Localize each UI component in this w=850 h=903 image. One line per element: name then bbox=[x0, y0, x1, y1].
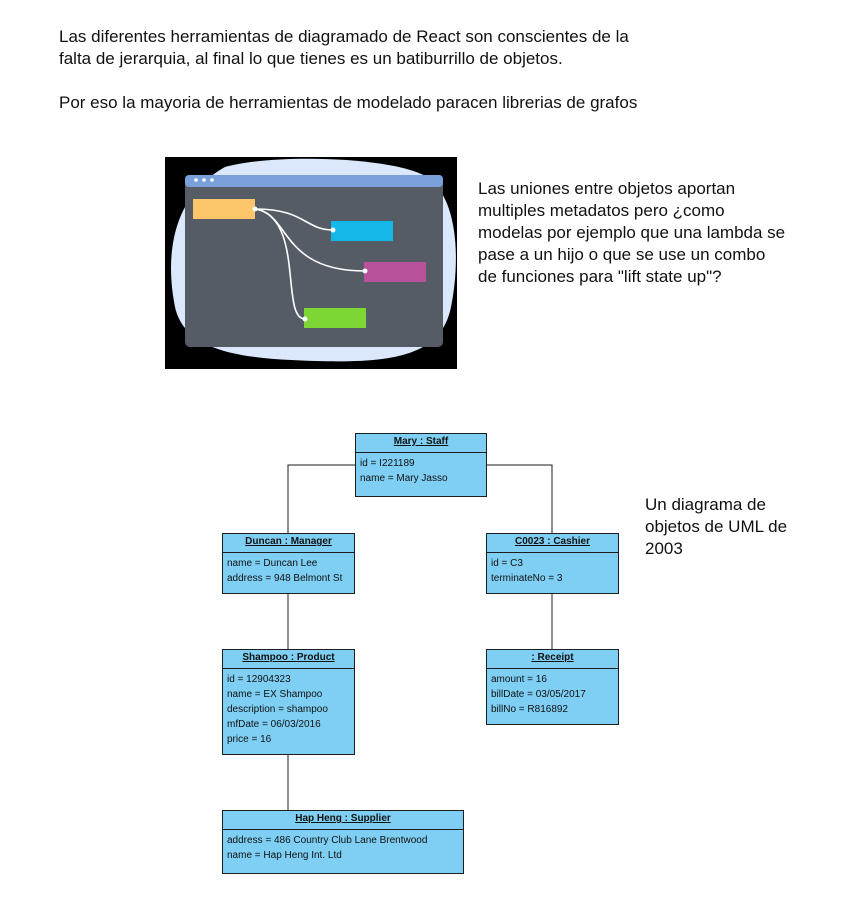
uml-object-cashier: C0023 : Cashier id = C3 terminateNo = 3 bbox=[486, 533, 619, 594]
uml-attr: mfDate = 06/03/2016 bbox=[227, 719, 321, 730]
uml-object-title: Hap Heng : Supplier bbox=[223, 811, 463, 830]
intro-paragraph-graphs: Por eso la mayoria de herramientas de mo… bbox=[59, 93, 638, 112]
uml-attr: price = 16 bbox=[227, 734, 272, 745]
uml-attr: id = I221189 bbox=[360, 458, 415, 469]
uml-object-title: Mary : Staff bbox=[356, 434, 486, 453]
intro-paragraph: Las diferentes herramientas de diagramad… bbox=[59, 27, 629, 68]
node-purple bbox=[364, 262, 426, 282]
window-dot-icon bbox=[210, 178, 214, 182]
window-titlebar bbox=[185, 175, 443, 187]
uml-caption: Un diagrama de objetos de UML de 2003 bbox=[645, 495, 788, 558]
uml-object-shampoo-product: Shampoo : Product id = 12904323 name = E… bbox=[222, 649, 355, 755]
node-green bbox=[304, 308, 366, 328]
node-orange bbox=[193, 199, 255, 219]
uml-attr: terminateNo = 3 bbox=[491, 573, 563, 584]
uml-attr: name = Mary Jasso bbox=[360, 473, 448, 484]
uml-object-title: Shampoo : Product bbox=[223, 650, 354, 669]
uml-attr: name = Hap Heng Int. Ltd bbox=[227, 850, 342, 861]
uml-object-title: C0023 : Cashier bbox=[487, 534, 618, 553]
uml-attr: id = C3 bbox=[491, 558, 523, 569]
edge-to-green bbox=[254, 208, 306, 320]
link-mary-cashier bbox=[486, 464, 553, 533]
uml-object-receipt: : Receipt amount = 16 billDate = 03/05/2… bbox=[486, 649, 619, 725]
uml-object-duncan-manager: Duncan : Manager name = Duncan Lee addre… bbox=[222, 533, 355, 594]
uml-attr: name = EX Shampoo bbox=[227, 689, 323, 700]
port-dot bbox=[252, 206, 258, 212]
uml-object-mary-staff: Mary : Staff id = I221189 name = Mary Ja… bbox=[355, 433, 487, 497]
link-mary-duncan bbox=[287, 464, 355, 533]
uml-attr: billNo = R816892 bbox=[491, 704, 568, 715]
links-paragraph: Las uniones entre objetos aportan multip… bbox=[478, 179, 786, 286]
uml-attr: billDate = 03/05/2017 bbox=[491, 689, 586, 700]
uml-attr: description = shampoo bbox=[227, 704, 328, 715]
uml-object-title: : Receipt bbox=[487, 650, 618, 669]
uml-object-supplier: Hap Heng : Supplier address = 486 Countr… bbox=[222, 810, 464, 874]
uml-attr: amount = 16 bbox=[491, 674, 547, 685]
uml-attr: id = 12904323 bbox=[227, 674, 291, 685]
edge-to-blue bbox=[254, 208, 334, 231]
uml-object-title: Duncan : Manager bbox=[223, 534, 354, 553]
graph-editor-illustration bbox=[165, 157, 457, 369]
node-blue bbox=[331, 221, 393, 241]
window-dot-icon bbox=[202, 178, 206, 182]
port-dot bbox=[330, 227, 336, 233]
uml-attr: address = 948 Belmont St bbox=[227, 573, 343, 584]
uml-attr: name = Duncan Lee bbox=[227, 558, 318, 569]
uml-attr: address = 486 Country Club Lane Brentwoo… bbox=[227, 835, 428, 846]
window-dot-icon bbox=[194, 178, 198, 182]
port-dot bbox=[362, 268, 368, 274]
port-dot bbox=[302, 316, 308, 322]
